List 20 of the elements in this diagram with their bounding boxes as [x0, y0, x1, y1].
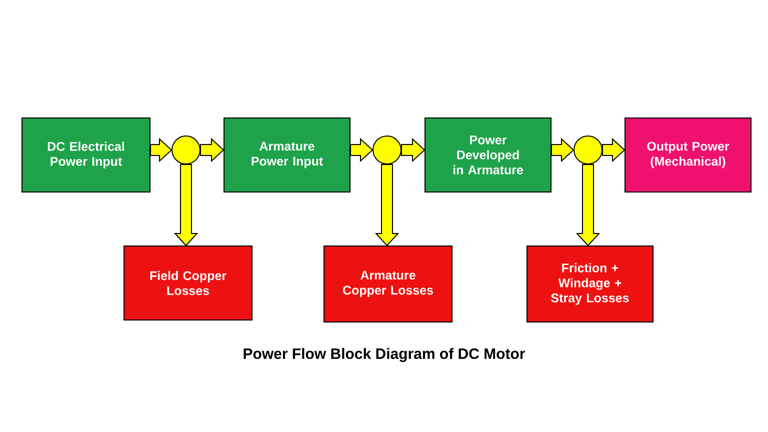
block-arrow: [174, 164, 198, 246]
block-arrow: [350, 138, 374, 162]
block-arrow: [551, 138, 574, 162]
block-arrow: [602, 138, 626, 162]
junction-circle: [372, 136, 402, 164]
block-arrow: [576, 164, 600, 246]
loss-box: Friction + Windage + Stray Losses: [526, 246, 654, 322]
diagram-title: Power Flow Block Diagram of DC Motor: [244, 348, 526, 362]
junction-circle: [574, 136, 602, 164]
loss-box: Field Copper Losses: [124, 246, 252, 320]
block-arrow: [374, 164, 400, 246]
block-arrow: [150, 138, 172, 162]
process-box: Armature Power Input: [224, 118, 350, 192]
junction-circle: [172, 136, 200, 164]
block-arrow: [200, 138, 224, 162]
loss-box: Armature Copper Losses: [324, 246, 452, 322]
block-arrow: [401, 138, 426, 162]
process-box: Power Developed in Armature: [424, 118, 552, 192]
process-box: Output Power (Mechanical): [624, 118, 752, 192]
process-box: DC Electrical Power Input: [22, 118, 150, 192]
